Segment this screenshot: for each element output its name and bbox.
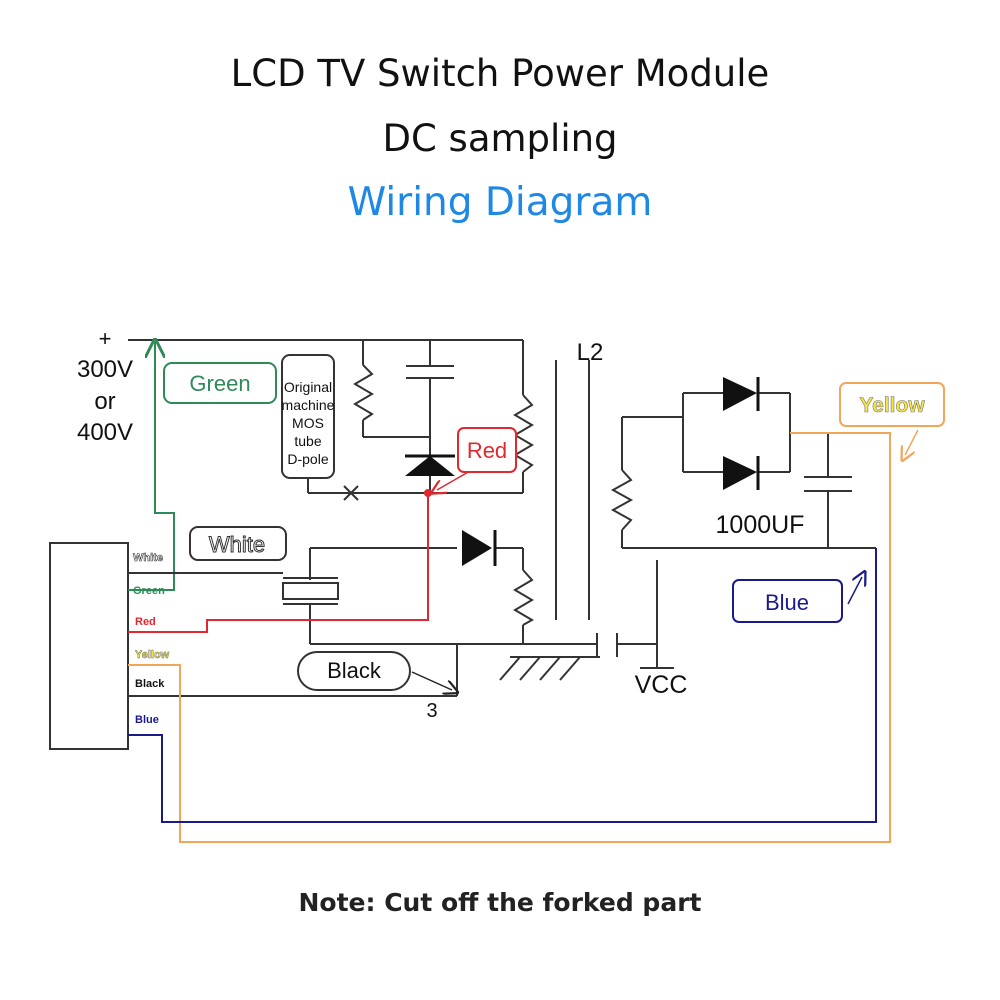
snubber-diode-icon [405,456,455,476]
green-wire [128,342,175,591]
mos-label: Original machine MOS tube D-pole [282,379,335,467]
bridge-diode-bottom-icon [723,456,757,490]
green-callout-box [163,362,277,404]
red-callout-box [457,427,517,473]
pin-3-label: 3 [426,700,437,722]
pin-green: Green [133,585,165,597]
voltage-400-label: 400V [77,419,133,446]
blue-callout-label: Blue [765,590,809,615]
voltage-300-label: 300V [77,356,133,383]
pin-red: Red [135,616,156,628]
note-text: Note: Cut off the forked part [298,888,702,917]
pin-blue: Blue [135,714,159,726]
blue-wire [128,548,877,823]
white-callout-label: White [209,532,265,557]
blue-callout-box [732,579,843,623]
aux-diode-icon [462,530,492,566]
mos-line-5: D-pole [287,451,328,467]
pin-black: Black [135,678,165,690]
pin-yellow: Yellow [135,649,170,661]
yellow-callout-box [839,382,945,427]
primary-circuit [49,339,876,750]
capacitor-1000uf-label: 1000UF [716,511,805,539]
mos-line-2: machine [282,397,335,413]
title-line-1: LCD TV Switch Power Module [230,52,770,95]
red-wire [128,493,429,633]
green-callout-label: Green [189,371,250,396]
inductor-l2-label: L2 [577,339,604,366]
plus-label: + [99,326,112,351]
title-line-3: Wiring Diagram [347,180,653,225]
diodes [405,377,760,566]
or-label: or [94,388,115,415]
mos-box [281,354,335,479]
mos-line-1: Original [284,379,332,395]
mos-line-3: MOS [292,415,324,431]
black-callout-label: Black [327,658,382,683]
yellow-wire [128,432,891,843]
yellow-callout-label: Yellow [859,394,925,417]
connector-pins: White Green Red Yellow Black Blue [133,552,170,726]
vcc-label: VCC [635,671,688,699]
bridge-diode-top-icon [723,377,757,411]
mos-line-4: tube [294,433,321,449]
pin-white: White [133,552,163,564]
white-callout-box [189,526,287,561]
black-callout-box [297,651,411,691]
red-callout-label: Red [467,438,507,463]
title-line-2: DC sampling [382,117,618,160]
